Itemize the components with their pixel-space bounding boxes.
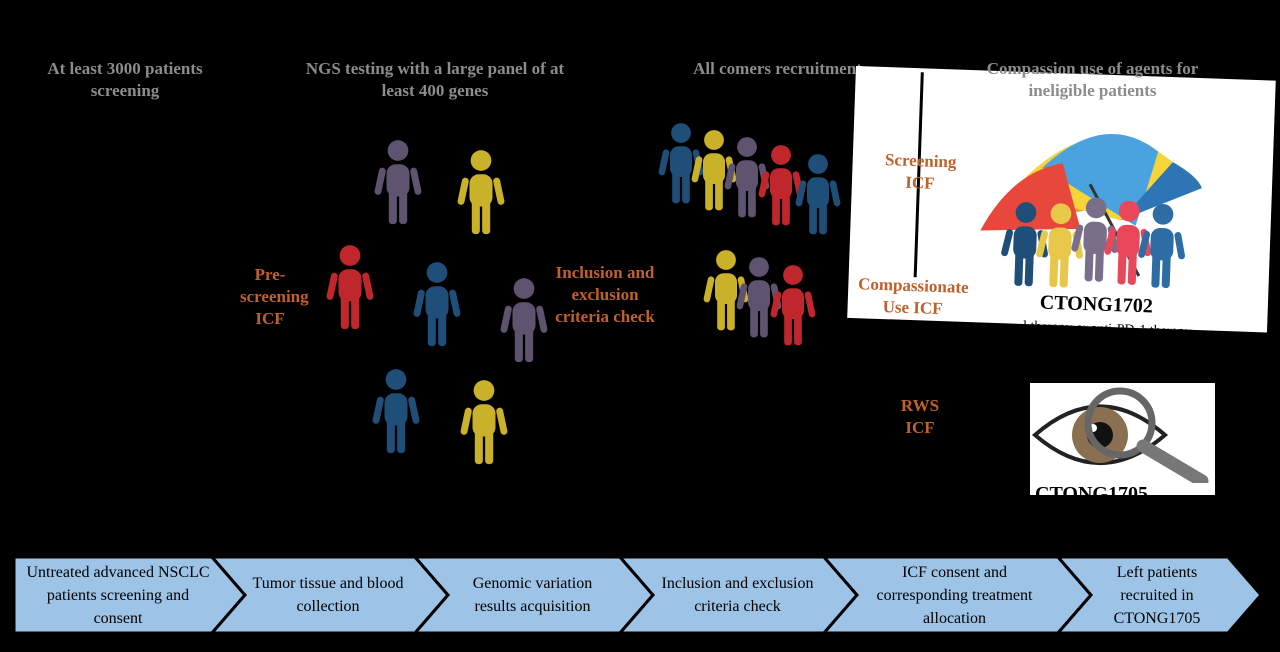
header-compassion: Compassion use of agents for ineligible … (986, 59, 1199, 100)
ctong1705-title: CTONG1705 (1035, 483, 1148, 495)
process-step-6: Left patients recruited in CTONG1705 (1113, 563, 1201, 627)
header-ngs: NGS testing with a large panel of at lea… (305, 59, 565, 100)
process-step-arrow-6 (1054, 555, 1263, 635)
process-step-1: Untreated advanced NSCLC patients screen… (26, 563, 210, 627)
process-step-2: Tumor tissue and blood collection (252, 575, 404, 615)
magnifier-eye-icon (1031, 387, 1209, 483)
header-screening: At least 3000 patients screening (47, 59, 203, 100)
umbrella-icon (980, 134, 1202, 289)
process-step-3: Genomic variation results acquisition (472, 575, 593, 615)
header-all-comers: All comers recruitment (693, 59, 862, 78)
ctong1702-card: Screening ICF Compassionate Use ICF CTON… (847, 66, 1276, 333)
rws-icf-label: RWS ICF (900, 396, 940, 437)
process-step-5: ICF consent and corresponding treatment … (876, 563, 1033, 627)
inclusion-check-label: Inclusion and exclusion criteria check (555, 263, 655, 326)
prescreening-icf-label: Pre-screening ICF (240, 265, 309, 328)
process-step-4: Inclusion and exclusion criteria check (661, 575, 814, 615)
ctong1705-card: CTONG1705 (1030, 383, 1215, 495)
